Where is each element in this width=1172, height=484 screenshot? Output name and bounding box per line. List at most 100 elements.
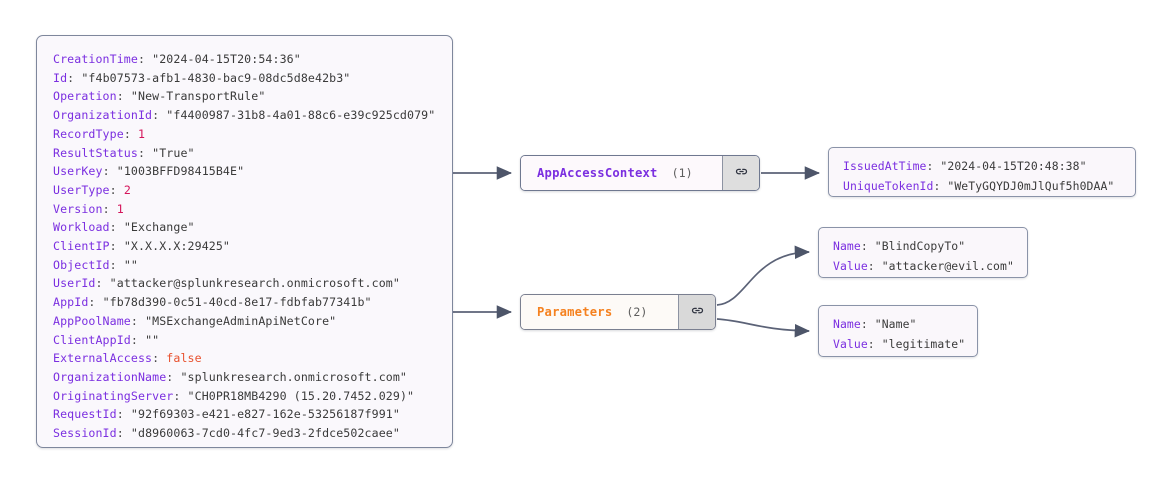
json-key: Value: [833, 336, 868, 351]
json-value: "BlindCopyTo": [874, 239, 966, 253]
json-value: "attacker@evil.com": [881, 258, 1014, 273]
json-separator: :: [137, 52, 153, 66]
json-value: "Exchange": [123, 220, 195, 235]
node-count: (1): [671, 166, 693, 180]
json-line: Workload: "Exchange": [53, 218, 436, 237]
json-value: "CH0PR18MB4290 (15.20.7452.029)": [187, 388, 415, 403]
json-key: Version: [53, 201, 103, 216]
json-value: "1003BFFD98415B4E": [116, 164, 245, 179]
json-key: ClientAppId: [53, 332, 131, 347]
json-line: UserType: 2: [53, 181, 436, 200]
json-separator: :: [867, 336, 882, 351]
json-value: 2: [123, 182, 131, 197]
json-separator: :: [116, 407, 131, 422]
json-value: 1: [116, 201, 124, 216]
json-value: "": [145, 332, 160, 347]
node-expand-button[interactable]: [678, 295, 715, 329]
json-value: "X.X.X.X:29425": [123, 239, 231, 254]
json-value: "Name": [874, 317, 917, 331]
json-separator: :: [67, 70, 82, 85]
leaf-panel-blindcopyto[interactable]: Name: "BlindCopyTo" Value: "attacker@evi…: [818, 227, 1028, 278]
json-key: SessionId: [53, 426, 117, 441]
node-label: Parameters: [537, 305, 613, 319]
json-line: UniqueTokenId: "WeTyGQYDJ0mJlQuf5h0DAA": [843, 177, 1121, 197]
json-line: Id: "f4b07573-afb1-4830-bac9-08dc5d8e42b…: [53, 69, 436, 88]
json-line: OriginatingServer: "CH0PR18MB4290 (15.20…: [53, 387, 436, 406]
json-separator: :: [166, 369, 181, 384]
json-value: 1: [137, 126, 146, 141]
json-separator: :: [860, 317, 875, 331]
json-line: ObjectId: "": [53, 256, 436, 275]
json-line: UserId: "attacker@splunkresearch.onmicro…: [53, 274, 436, 293]
json-separator: :: [109, 239, 124, 254]
json-line: Value: "attacker@evil.com": [833, 257, 1014, 277]
json-separator: :: [130, 332, 146, 347]
json-separator: :: [95, 276, 110, 291]
json-value: false: [166, 351, 202, 366]
json-line: Name: "BlindCopyTo": [833, 237, 1013, 257]
json-line: IssuedAtTime: "2024-04-15T20:48:38": [843, 157, 1121, 177]
json-key: UserKey: [53, 164, 103, 179]
json-separator: :: [860, 239, 875, 253]
json-value: "WeTyGQYDJ0mJlQuf5h0DAA": [947, 178, 1115, 193]
json-separator: :: [173, 388, 188, 403]
node-body[interactable]: AppAccessContext (1): [521, 156, 722, 190]
json-value: "legitimate": [881, 336, 966, 351]
node-expand-button[interactable]: [722, 156, 759, 190]
json-key: Id: [53, 70, 68, 85]
json-key: OriginatingServer: [53, 388, 174, 403]
json-key: ResultStatus: [53, 145, 138, 160]
json-separator: :: [109, 182, 124, 197]
json-key: OrganizationName: [53, 369, 167, 384]
json-separator: :: [926, 159, 941, 173]
link-icon: [690, 303, 705, 322]
leaf-panel-legitimate[interactable]: Name: "Name" Value: "legitimate": [818, 305, 978, 357]
json-key: Name: [833, 239, 861, 253]
json-separator: :: [123, 126, 138, 141]
json-line: RequestId: "92f69303-e421-e827-162e-5325…: [53, 405, 436, 424]
json-key: IssuedAtTime: [843, 159, 927, 173]
json-value: "splunkresearch.onmicrosoft.com": [180, 369, 408, 384]
json-key: AppId: [53, 295, 89, 310]
json-key: UserType: [53, 182, 110, 197]
audit-event-panel[interactable]: CreationTime: "2024-04-15T20:54:36" Id: …: [36, 35, 453, 448]
json-value: "f4400987-31b8-4a01-88c6-e39c925cd079": [166, 108, 436, 123]
json-line: ClientAppId: "": [53, 331, 436, 350]
json-key: Name: [833, 317, 861, 331]
node-app-access-context[interactable]: AppAccessContext (1): [520, 155, 760, 191]
json-separator: :: [88, 295, 103, 310]
json-value: "2024-04-15T20:54:36": [152, 52, 301, 66]
json-value: "92f69303-e421-e827-162e-53256187f991": [130, 407, 400, 422]
json-key: CreationTime: [53, 52, 138, 66]
json-value: "2024-04-15T20:48:38": [940, 159, 1087, 173]
json-separator: :: [933, 178, 948, 193]
json-separator: :: [116, 426, 131, 441]
node-parameters[interactable]: Parameters (2): [520, 294, 716, 330]
json-line: AppPoolName: "MSExchangeAdminApiNetCore": [53, 312, 436, 331]
node-label: AppAccessContext: [537, 166, 658, 180]
json-separator: :: [137, 145, 153, 160]
json-value: "": [123, 257, 138, 272]
json-line: RecordType: 1: [53, 125, 436, 144]
json-separator: :: [102, 164, 117, 179]
json-value: "d8960063-7cd0-4fc7-9ed3-2fdce502caee": [130, 426, 400, 441]
leaf-panel-token[interactable]: IssuedAtTime: "2024-04-15T20:48:38" Uniq…: [828, 147, 1136, 197]
node-body[interactable]: Parameters (2): [521, 295, 678, 329]
json-separator: :: [109, 257, 124, 272]
json-key: UniqueTokenId: [843, 178, 934, 193]
json-key: RecordType: [53, 126, 124, 141]
json-key: Value: [833, 258, 868, 273]
json-line: Name: "Name": [833, 315, 963, 335]
json-line: OrganizationId: "f4400987-31b8-4a01-88c6…: [53, 106, 436, 125]
json-line: CreationTime: "2024-04-15T20:54:36": [53, 50, 436, 69]
link-icon: [734, 164, 749, 183]
edge-parameters-to-blindcopy: [716, 245, 811, 306]
json-separator: :: [102, 201, 117, 216]
json-line: ResultStatus: "True": [53, 144, 436, 163]
json-key: Workload: [53, 220, 110, 235]
json-line: UserKey: "1003BFFD98415B4E": [53, 162, 436, 181]
json-separator: :: [116, 89, 131, 104]
json-value: "f4b07573-afb1-4830-bac9-08dc5d8e42b3": [81, 70, 351, 85]
json-separator: :: [130, 313, 146, 328]
